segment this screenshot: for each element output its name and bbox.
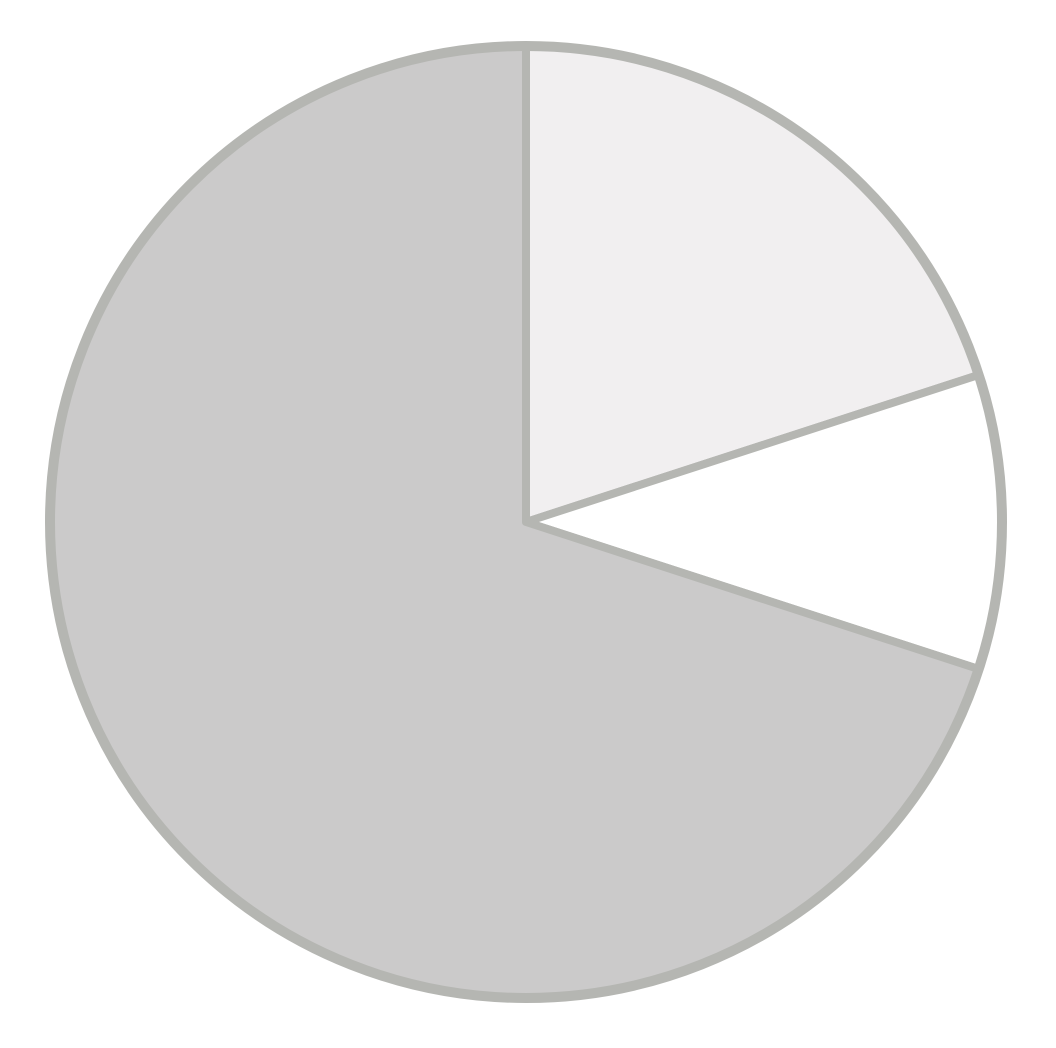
pie-outline — [45, 41, 1007, 1003]
